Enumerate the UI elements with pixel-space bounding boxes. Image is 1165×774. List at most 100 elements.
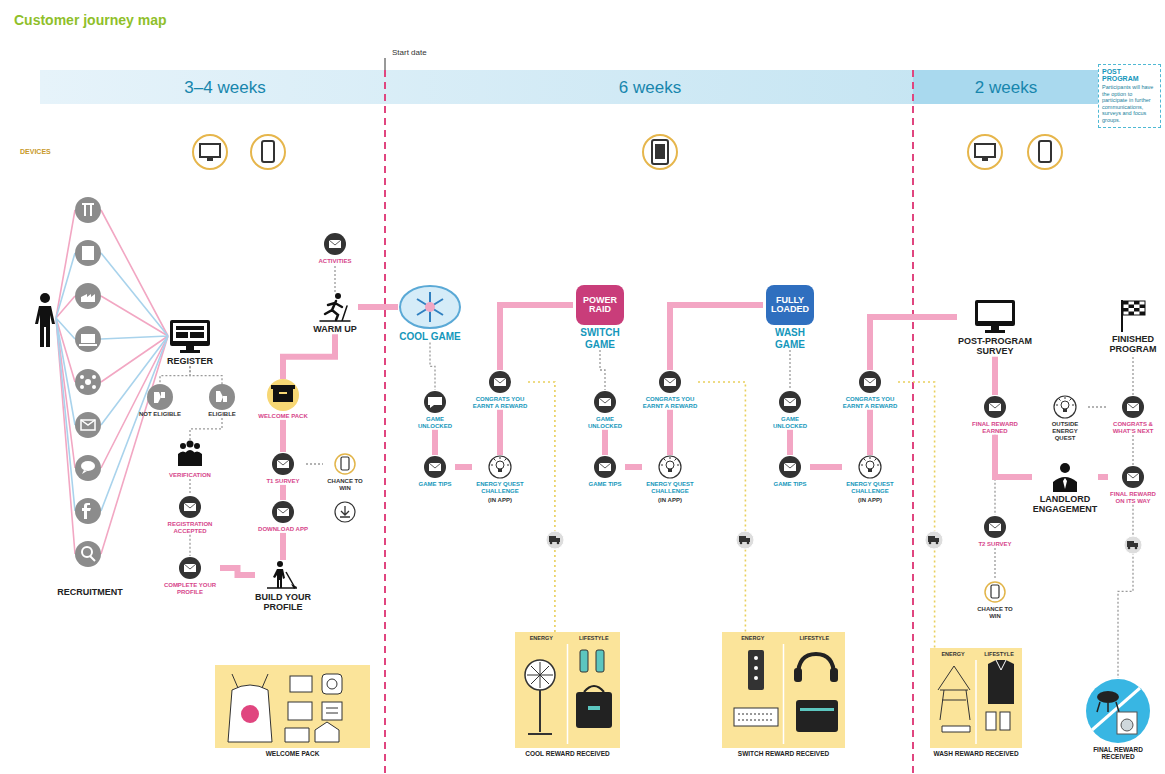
flow-connector [1118, 505, 1133, 678]
step-node: VERIFICATION [162, 440, 218, 479]
node-label: WARM UP [312, 324, 358, 334]
step-node: CONGRATS YOU EARNT A REWARD [842, 370, 898, 410]
step-node: GAME TIPS [585, 455, 625, 488]
step-node: CONGRATS YOU EARNT A REWARD [472, 370, 528, 410]
step-node: CHANCE TO WIN [323, 452, 367, 492]
flow-connector [994, 548, 995, 580]
step-node: GAME UNLOCKED [579, 390, 631, 430]
flow-connector [306, 463, 323, 464]
step-node: ENERGY QUEST CHALLENGE(IN APP) [842, 455, 898, 504]
step-node: FINAL REWARD ON ITS WAY [1108, 465, 1158, 505]
node-label: T1 SURVEY [260, 478, 306, 485]
step-node: ACTIVITIES [310, 232, 360, 265]
node-label: COMPLETE YOUR PROFILE [160, 582, 220, 596]
step-node: COMPLETE YOUR PROFILE [160, 556, 220, 596]
node-label: CONGRATS & WHAT'S NEXT [1106, 421, 1160, 435]
flow-connector [280, 420, 286, 452]
flow-connector [497, 410, 503, 455]
flow-connector [698, 382, 745, 632]
step-node: BUILD YOUR PROFILE [255, 560, 311, 613]
node-label: (IN APP) [842, 497, 898, 504]
reward-panel: ENERGYLIFESTYLEWASH REWARD RECEIVED [930, 648, 1022, 748]
node-label: REGISTRATION ACCEPTED [160, 521, 220, 535]
label-text: 2 weeks [975, 78, 1037, 98]
flow-connector [500, 305, 573, 370]
node-label: WASH GAME [763, 327, 817, 350]
node-label: CHANCE TO WIN [973, 606, 1017, 620]
step-node: FINISHED PROGRAM [1105, 300, 1161, 355]
flow-connector [670, 305, 763, 370]
flow-connector [898, 382, 935, 648]
panel-heading: ENERGY [515, 635, 568, 641]
label-text: Start date [392, 48, 427, 57]
flow-connector [432, 430, 438, 455]
step-node: WELCOME PACK [255, 379, 311, 420]
flow-connector [600, 350, 605, 390]
flow-connector [190, 366, 222, 385]
panel-title: SWITCH REWARD RECEIVED [722, 750, 845, 757]
node-label: WELCOME PACK [255, 413, 311, 420]
note-body: Participants will have the option to par… [1102, 84, 1157, 124]
node-label: BUILD YOUR PROFILE [255, 592, 311, 613]
diagram-title: Customer journey map [14, 12, 166, 28]
step-node: FINAL REWARD RECEIVED [1078, 678, 1158, 761]
flow-connector [189, 479, 190, 495]
node-label: CONGRATS YOU EARNT A REWARD [842, 396, 898, 410]
label-text: DEVICES [20, 148, 51, 155]
flow-connector [1098, 474, 1108, 480]
reward-panel: WELCOME PACK [215, 665, 370, 748]
node-label: GAME TIPS [585, 481, 625, 488]
node-label: RECRUITMENT [50, 587, 130, 597]
step-node: OUTSIDE ENERGY QUEST [1042, 395, 1088, 442]
step-node: REGISTER [160, 320, 220, 366]
node-label: (IN APP) [642, 497, 698, 504]
step-node: GAME UNLOCKED [764, 390, 816, 430]
flow-connector [787, 430, 793, 455]
reward-panel: ENERGYLIFESTYLESWITCH REWARD RECEIVED [722, 632, 845, 748]
node-label: VERIFICATION [162, 472, 218, 479]
flow-connector [189, 535, 190, 556]
flow-connector [1132, 435, 1133, 465]
flow-connector [280, 485, 286, 500]
node-label: OUTSIDE ENERGY QUEST [1042, 421, 1088, 442]
node-label: NOT ELIGIBLE [137, 411, 183, 418]
node-label: GAME UNLOCKED [409, 416, 461, 430]
game-node: POWER RAIDSWITCH GAME [573, 285, 627, 350]
step-node: REGISTRATION ACCEPTED [160, 495, 220, 535]
step-node: ELIGIBLE [202, 385, 242, 418]
step-node: LANDLORD ENGAGEMENT [1032, 462, 1098, 515]
node-label: ENERGY QUEST CHALLENGE [472, 481, 528, 495]
flow-connector [867, 410, 873, 455]
step-node: T2 SURVEY [973, 515, 1017, 548]
node-label: POST-PROGRAM SURVEY [957, 336, 1033, 357]
label-text: 6 weeks [619, 78, 681, 98]
flow-connector [358, 304, 398, 310]
flow-connector [992, 357, 998, 395]
stage-label: RECRUITMENT [50, 585, 130, 597]
label-text: 3–4 weeks [184, 78, 265, 98]
step-node: DOWNLOAD APP [257, 500, 309, 533]
flow-connector [667, 410, 673, 455]
step-node: T1 SURVEY [260, 452, 306, 485]
node-label: GAME TIPS [415, 481, 455, 488]
node-label: FINAL REWARD ON ITS WAY [1108, 491, 1158, 505]
step-node: ENERGY QUEST CHALLENGE(IN APP) [642, 455, 698, 504]
step-node: WARM UP [312, 292, 358, 334]
step-node: GAME TIPS [415, 455, 455, 488]
game-node: FULLY LOADEDWASH GAME [763, 285, 817, 350]
step-node: CONGRATS YOU EARNT A REWARD [642, 370, 698, 410]
game-logo: FULLY LOADED [766, 285, 814, 325]
node-label: LANDLORD ENGAGEMENT [1032, 494, 1098, 515]
step-node: COOL GAME [398, 285, 462, 343]
flow-connector [995, 435, 1032, 477]
node-label: CONGRATS YOU EARNT A REWARD [472, 396, 528, 410]
panel-heading: ENERGY [930, 651, 976, 657]
flow-connector [334, 265, 335, 292]
step-node: GAME UNLOCKED [409, 390, 461, 430]
flow-connector [190, 418, 222, 440]
node-label: FINISHED PROGRAM [1105, 334, 1161, 355]
node-label: T2 SURVEY [973, 541, 1017, 548]
